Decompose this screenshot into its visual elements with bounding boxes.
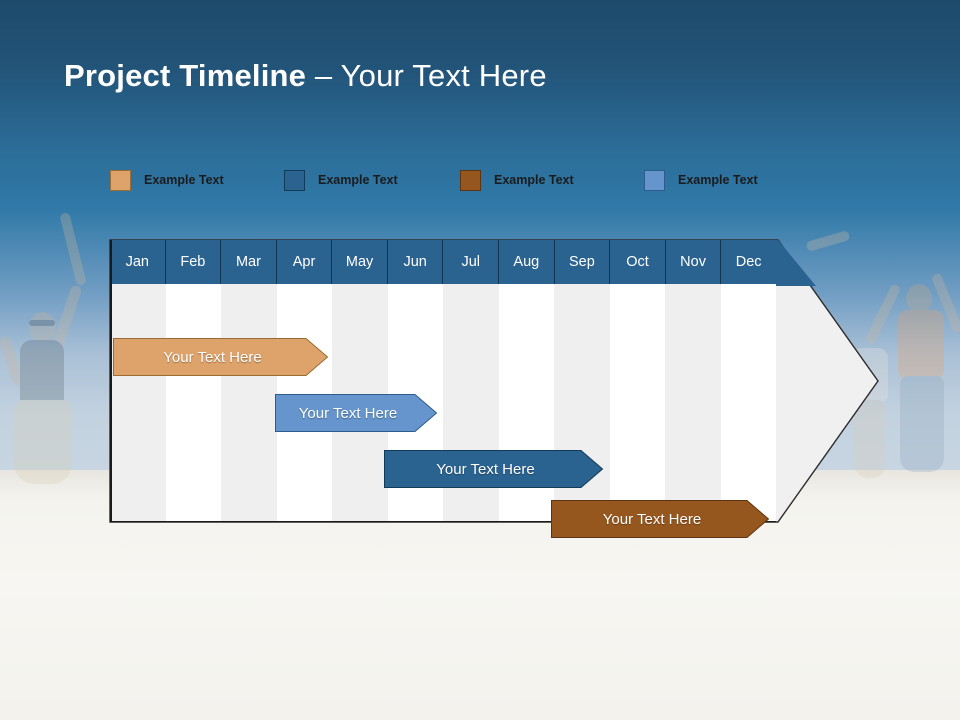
grid-column-dec [720, 284, 776, 521]
legend-item-4[interactable]: Example Text [644, 168, 758, 192]
legend-item-1[interactable]: Example Text [110, 168, 224, 192]
legend-swatch-4 [644, 169, 665, 191]
month-cell-jan[interactable]: Jan [110, 240, 166, 284]
legend-item-2[interactable]: Example Text [284, 168, 398, 192]
task-bar-3[interactable]: Your Text Here [384, 450, 603, 488]
task-bar-4[interactable]: Your Text Here [551, 500, 769, 538]
month-cell-jun[interactable]: Jun [387, 240, 444, 284]
month-cell-oct[interactable]: Oct [610, 240, 666, 284]
month-cell-dec[interactable]: Dec [721, 240, 776, 284]
legend-label-3: Example Text [494, 173, 574, 187]
month-cell-mar[interactable]: Mar [221, 240, 277, 284]
photo-person-left [0, 284, 94, 496]
grid-column-feb [165, 284, 221, 521]
grid-column-mar [221, 284, 277, 521]
legend: Example Text Example Text Example Text Exam… [110, 168, 830, 198]
legend-label-4: Example Text [678, 173, 758, 187]
page-title-strong: Project Timeline [64, 58, 307, 93]
photo-person-right [864, 270, 960, 510]
grid-column-nov [665, 284, 721, 521]
page-title-light: – Your Text Here [306, 58, 547, 93]
legend-label-1: Example Text [144, 173, 224, 187]
legend-swatch-2 [284, 169, 305, 191]
legend-swatch-3 [460, 169, 481, 191]
legend-label-2: Example Text [318, 173, 398, 187]
grid-column-jan [110, 284, 166, 521]
grid-column-oct [609, 284, 665, 521]
photo-person-left-arm [48, 211, 108, 322]
task-bar-1[interactable]: Your Text Here [113, 338, 328, 376]
month-cell-feb[interactable]: Feb [165, 240, 222, 284]
month-cell-jul[interactable]: Jul [443, 240, 500, 284]
month-cell-nov[interactable]: Nov [665, 240, 722, 284]
task-bar-2[interactable]: Your Text Here [275, 394, 437, 432]
timeline-left-axis [110, 240, 112, 522]
month-cell-sep[interactable]: Sep [554, 240, 611, 284]
month-cell-aug[interactable]: Aug [499, 240, 555, 284]
legend-item-3[interactable]: Example Text [460, 168, 574, 192]
legend-swatch-1 [110, 169, 131, 191]
month-cell-apr[interactable]: Apr [276, 240, 333, 284]
month-cell-may[interactable]: May [332, 240, 388, 284]
page-title: Project Timeline – Your Text Here [64, 58, 547, 94]
